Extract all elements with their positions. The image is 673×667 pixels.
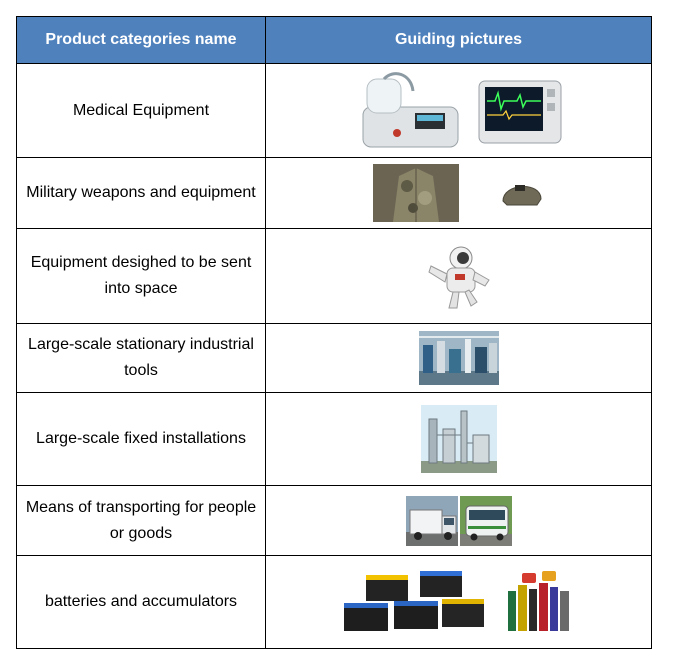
cell-batteries-icon	[501, 567, 578, 637]
product-categories-table: Product categories name Guiding pictures…	[16, 16, 652, 649]
picture-cell	[265, 555, 652, 649]
table-row: Large-scale fixed installations	[16, 392, 652, 486]
truck-icon	[405, 495, 458, 546]
category-name: Military weapons and equipment	[16, 157, 266, 229]
patient-monitor-icon	[472, 70, 565, 151]
category-name: Large-scale stationary industrial tools	[16, 323, 266, 393]
category-name: Large-scale fixed installations	[16, 392, 266, 486]
car-batteries-icon	[339, 567, 490, 637]
picture-cell	[265, 392, 652, 486]
table-row: batteries and accumulators	[16, 555, 652, 649]
camouflage-uniform-icon	[372, 164, 459, 222]
picture-cell	[265, 157, 652, 229]
table-row: Military weapons and equipment	[16, 157, 652, 229]
picture-cell	[265, 323, 652, 393]
suction-device-icon	[352, 70, 463, 151]
category-name: Medical Equipment	[16, 63, 266, 158]
factory-floor-icon	[418, 331, 499, 385]
category-name: Equipment desighed to be sent into space	[16, 228, 266, 324]
table-row: Means of transporting for people or good…	[16, 485, 652, 556]
refinery-icon	[420, 405, 497, 473]
picture-cell	[265, 63, 652, 158]
table-row: Large-scale stationary industrial tools	[16, 323, 652, 393]
military-helmet-icon	[498, 173, 545, 213]
table-row: Medical Equipment	[16, 63, 652, 158]
astronaut-icon	[422, 240, 495, 312]
picture-cell	[265, 228, 652, 324]
table-row: Equipment desighed to be sent into space	[16, 228, 652, 324]
bus-icon	[459, 495, 512, 546]
header-row: Product categories name Guiding pictures	[16, 16, 652, 64]
header-pictures: Guiding pictures	[265, 16, 652, 64]
category-name: Means of transporting for people or good…	[16, 485, 266, 556]
picture-cell	[265, 485, 652, 556]
header-category: Product categories name	[16, 16, 266, 64]
category-name: batteries and accumulators	[16, 555, 266, 649]
